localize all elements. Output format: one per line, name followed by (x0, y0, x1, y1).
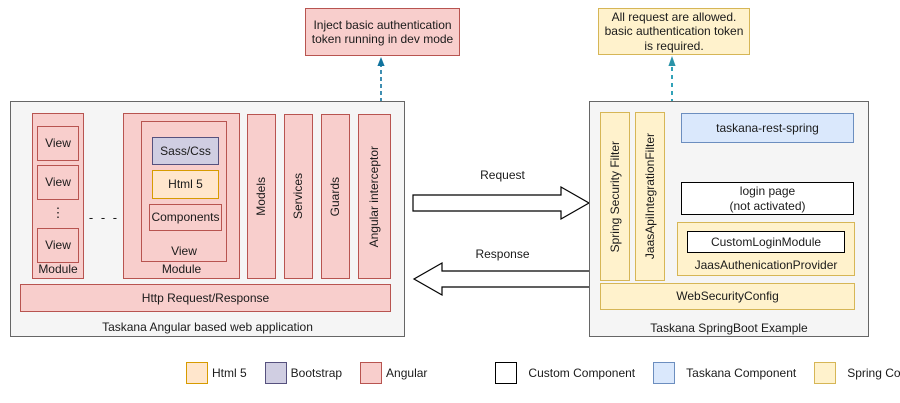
server-web-security-config[interactable]: WebSecurityConfig (600, 283, 855, 310)
callout-auth-required: All request are allowed. basic authentic… (598, 8, 750, 55)
legend-item-spring-component: Spring Component (814, 362, 900, 384)
legend-swatch-taskana-component (653, 362, 676, 384)
legend-swatch-spring-component (814, 362, 837, 384)
response-arrow-label: Response (475, 246, 530, 261)
legend-item-angular: Angular (360, 362, 427, 384)
server-taskana-rest-spring[interactable]: taskana-rest-spring (681, 113, 854, 143)
client-column-services[interactable]: Services (284, 114, 313, 279)
legend-label-taskana-component: Taskana Component (686, 366, 797, 380)
legend-swatch-angular (360, 362, 383, 384)
client-module-simple-label: Module (38, 261, 78, 276)
client-module-simple-ellipsis: ⋮ (51, 205, 65, 221)
callout-auth-required-text: All request are allowed. basic authentic… (604, 10, 744, 53)
client-layer-components[interactable]: Components (149, 204, 222, 231)
legend-item-html5: Html 5 (186, 362, 247, 384)
server-filter-jaas-api-integration[interactable]: JaasApiIntegrationFilter (635, 112, 665, 281)
legend-label-html5: Html 5 (212, 366, 247, 380)
response-arrow (412, 261, 591, 297)
client-module-separator: - - - (88, 210, 120, 226)
client-column-guards[interactable]: Guards (321, 114, 350, 279)
client-column-models[interactable]: Models (247, 114, 276, 279)
callout-dev-mode: Inject basic authentication token runnin… (305, 8, 460, 56)
client-module-detail-label: Module (161, 261, 202, 276)
client-panel-caption: Taskana Angular based web application (102, 319, 313, 334)
server-custom-login-module[interactable]: CustomLoginModule (687, 231, 845, 253)
server-filter-spring-security[interactable]: Spring Security Filter (600, 112, 630, 281)
legend: Html 5 Bootstrap Angular Custom Componen… (186, 361, 900, 385)
legend-item-bootstrap: Bootstrap (264, 362, 343, 384)
request-arrow-label: Request (480, 167, 525, 182)
client-module-detail-view-label: View (171, 243, 197, 258)
client-module-simple-view-2[interactable]: View (37, 165, 79, 200)
legend-label-angular: Angular (386, 366, 428, 380)
server-panel-caption: Taskana SpringBoot Example (650, 320, 808, 335)
client-module-simple-view-1[interactable]: View (37, 126, 79, 161)
server-jaas-authentication-provider-label: JaasAuthenicationProvider (694, 257, 838, 272)
legend-item-taskana-component: Taskana Component (653, 362, 796, 384)
client-module-simple-view-3[interactable]: View (37, 228, 79, 263)
legend-swatch-html5 (186, 362, 208, 384)
legend-label-bootstrap: Bootstrap (290, 366, 343, 380)
legend-item-custom-component: Custom Component (495, 362, 635, 384)
client-column-angular-interceptor[interactable]: Angular interceptor (358, 114, 391, 279)
callout-dev-mode-connector (377, 57, 385, 102)
legend-swatch-bootstrap (264, 362, 287, 384)
server-login-page[interactable]: login page (not activated) (681, 182, 854, 215)
client-http-bar[interactable]: Http Request/Response (20, 284, 391, 312)
client-layer-html5[interactable]: Html 5 (152, 170, 219, 199)
callout-dev-mode-text: Inject basic authentication token runnin… (311, 17, 454, 46)
legend-swatch-custom-component (495, 362, 518, 384)
legend-label-spring-component: Spring Component (847, 366, 900, 380)
request-arrow (412, 185, 591, 221)
legend-label-custom-component: Custom Component (528, 366, 636, 380)
client-layer-sass-css[interactable]: Sass/Css (152, 137, 219, 165)
